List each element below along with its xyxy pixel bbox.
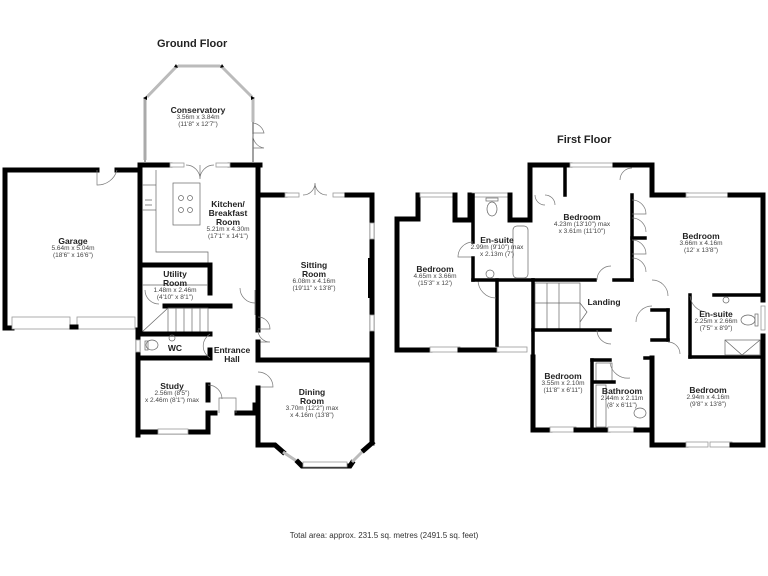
room-name: En-suite bbox=[699, 309, 733, 319]
room-dimensions: 2.99m (9'10") max bbox=[470, 243, 524, 251]
room-dimensions: 2.44m x 2.11m bbox=[600, 394, 644, 402]
room-dimensions: 2.56m (8'5") bbox=[154, 389, 190, 397]
room-name: Conservatory bbox=[170, 105, 226, 115]
room-name-line1: Kitchen/ bbox=[211, 199, 245, 209]
room-name: Garage bbox=[58, 236, 88, 246]
room-dimensions-imperial: (8' x 6'11") bbox=[607, 401, 637, 409]
room-label-bathroom: Bathroom 2.44m x 2.11m (8' x 6'11") bbox=[601, 387, 644, 410]
ground-floor-title: Ground Floor bbox=[157, 38, 228, 50]
room-label-ensuite-1: En-suite 2.99m (9'10") max x 2.13m (7') bbox=[471, 236, 524, 259]
room-label-bedroom-2: Bedroom 4.23m (13'10") max x 3.61m (11'1… bbox=[554, 213, 610, 236]
room-label-wc: WC bbox=[168, 344, 182, 353]
room-name-line2: Hall bbox=[224, 353, 240, 364]
room-label-bedroom-4: Bedroom 3.55m x 2.10m (11'8" x 6'11") bbox=[542, 372, 585, 395]
kitchen-walls bbox=[137, 162, 263, 333]
dining-room-walls bbox=[255, 371, 376, 469]
ensuite2-walls bbox=[688, 293, 765, 359]
room-name: Bedroom bbox=[689, 385, 727, 395]
room-name: Bedroom bbox=[416, 264, 454, 274]
room-dimensions: 3.56m x 3.84m bbox=[176, 113, 220, 121]
room-label-entrance-hall: Entrance Hall bbox=[214, 346, 250, 364]
room-dimensions-second-line: x 2.46m (8'1") max bbox=[144, 396, 200, 404]
room-name: WC bbox=[167, 343, 183, 353]
room-name-line1: Utility bbox=[163, 269, 187, 279]
room-name-line2: Room bbox=[301, 268, 327, 279]
room-dimensions: 1.48m x 2.46m bbox=[153, 286, 197, 294]
room-dimensions-imperial: (15'3" x 12') bbox=[417, 279, 453, 287]
room-dimensions-imperial: (17'1" x 14'1") bbox=[208, 232, 248, 240]
room-name-line1: Dining bbox=[298, 387, 326, 397]
room-dimensions-imperial: (4'10" x 8'1") bbox=[156, 293, 194, 301]
bedroom3-walls bbox=[630, 192, 766, 360]
utility-walls bbox=[137, 262, 213, 305]
room-dimensions-imperial: (9'8" x 13'8") bbox=[689, 400, 727, 408]
room-name-line2: Room bbox=[299, 395, 325, 406]
room-dimensions-imperial: (19'11" x 13'8") bbox=[292, 284, 336, 292]
room-dimensions: 2.94m x 4.16m bbox=[686, 393, 730, 401]
ensuite1-walls bbox=[457, 193, 535, 282]
garage-walls bbox=[2, 167, 143, 331]
room-dimensions: 6.08m x 4.16m bbox=[292, 277, 336, 285]
ground-floor-plan bbox=[2, 64, 376, 469]
room-dimensions-imperial: (18'6" x 16'6") bbox=[53, 251, 93, 259]
lower-bedrooms-walls bbox=[530, 354, 766, 448]
room-label-ensuite-2: En-suite 2.25m x 2.66m (7'5" x 8'9") bbox=[695, 310, 738, 333]
room-name: Bedroom bbox=[563, 212, 601, 222]
room-name-line2: Room bbox=[162, 277, 188, 288]
room-label-sitting-room: Sitting Room 6.08m x 4.16m (19'11" x 13'… bbox=[292, 261, 335, 292]
bedroom1-walls bbox=[394, 162, 533, 353]
room-name-line2: Breakfast bbox=[208, 207, 248, 218]
room-dimensions: 3.70m (12'2") max bbox=[285, 404, 339, 412]
room-name-line1: Entrance bbox=[213, 345, 251, 355]
sitting-room-walls bbox=[254, 182, 375, 446]
first-floor-title: First Floor bbox=[557, 134, 612, 146]
room-dimensions: 4.23m (13'10") max bbox=[553, 220, 611, 228]
room-dimensions-imperial: (11'8" x 12'7") bbox=[178, 120, 218, 128]
room-name: Study bbox=[160, 381, 184, 391]
room-label-dining-room: Dining Room 3.70m (12'2") max x 4.16m (1… bbox=[286, 388, 339, 419]
room-dimensions: 3.55m x 2.10m bbox=[541, 379, 585, 387]
room-dimensions-imperial: (11'8" x 6'11") bbox=[543, 386, 583, 394]
total-area-caption: Total area: approx. 231.5 sq. metres (24… bbox=[289, 531, 479, 540]
room-label-kitchen: Kitchen/ Breakfast Room 5.21m x 4.30m (1… bbox=[207, 200, 250, 240]
conservatory-walls bbox=[143, 64, 265, 162]
room-name: Landing bbox=[587, 297, 621, 307]
room-name: En-suite bbox=[480, 235, 514, 245]
wc-study-walls bbox=[135, 327, 258, 438]
room-name: Bathroom bbox=[601, 386, 643, 396]
room-name: Bedroom bbox=[544, 371, 582, 381]
room-label-garage: Garage 5.64m x 5.04m (18'6" x 16'6") bbox=[52, 237, 95, 260]
room-name-line3: Room bbox=[215, 216, 241, 227]
room-label-study: Study 2.56m (8'5") x 2.46m (8'1") max bbox=[145, 382, 199, 405]
room-dimensions-imperial: (7'5" x 8'9") bbox=[699, 324, 733, 332]
room-label-bedroom-1: Bedroom 4.65m x 3.66m (15'3" x 12') bbox=[414, 265, 457, 288]
room-dimensions-imperial: (12' x 13'8") bbox=[683, 246, 719, 254]
room-label-bedroom-5: Bedroom 2.94m x 4.16m (9'8" x 13'8") bbox=[687, 386, 730, 409]
room-dimensions: 5.64m x 5.04m bbox=[51, 244, 95, 252]
room-label-conservatory: Conservatory 3.56m x 3.84m (11'8" x 12'7… bbox=[171, 106, 226, 129]
room-dimensions-second-line: x 3.61m (11'10") bbox=[558, 227, 606, 235]
room-dimensions: 3.66m x 4.16m bbox=[679, 239, 723, 247]
first-floor-plan bbox=[394, 162, 766, 448]
room-dimensions-second-line: x 4.16m (13'8") bbox=[290, 411, 334, 419]
room-name: Bedroom bbox=[682, 231, 720, 241]
room-dimensions: 2.25m x 2.66m bbox=[694, 317, 738, 325]
landing-walls bbox=[531, 278, 681, 359]
room-dimensions: 4.65m x 3.66m bbox=[413, 272, 457, 280]
room-label-landing: Landing bbox=[587, 298, 620, 307]
room-dimensions-second-line: x 2.13m (7') bbox=[479, 250, 515, 258]
room-name-line1: Sitting bbox=[300, 260, 328, 270]
room-label-utility: Utility Room 1.48m x 2.46m (4'10" x 8'1"… bbox=[154, 270, 197, 301]
room-label-bedroom-3: Bedroom 3.66m x 4.16m (12' x 13'8") bbox=[680, 232, 723, 255]
room-dimensions: 5.21m x 4.30m bbox=[206, 225, 250, 233]
